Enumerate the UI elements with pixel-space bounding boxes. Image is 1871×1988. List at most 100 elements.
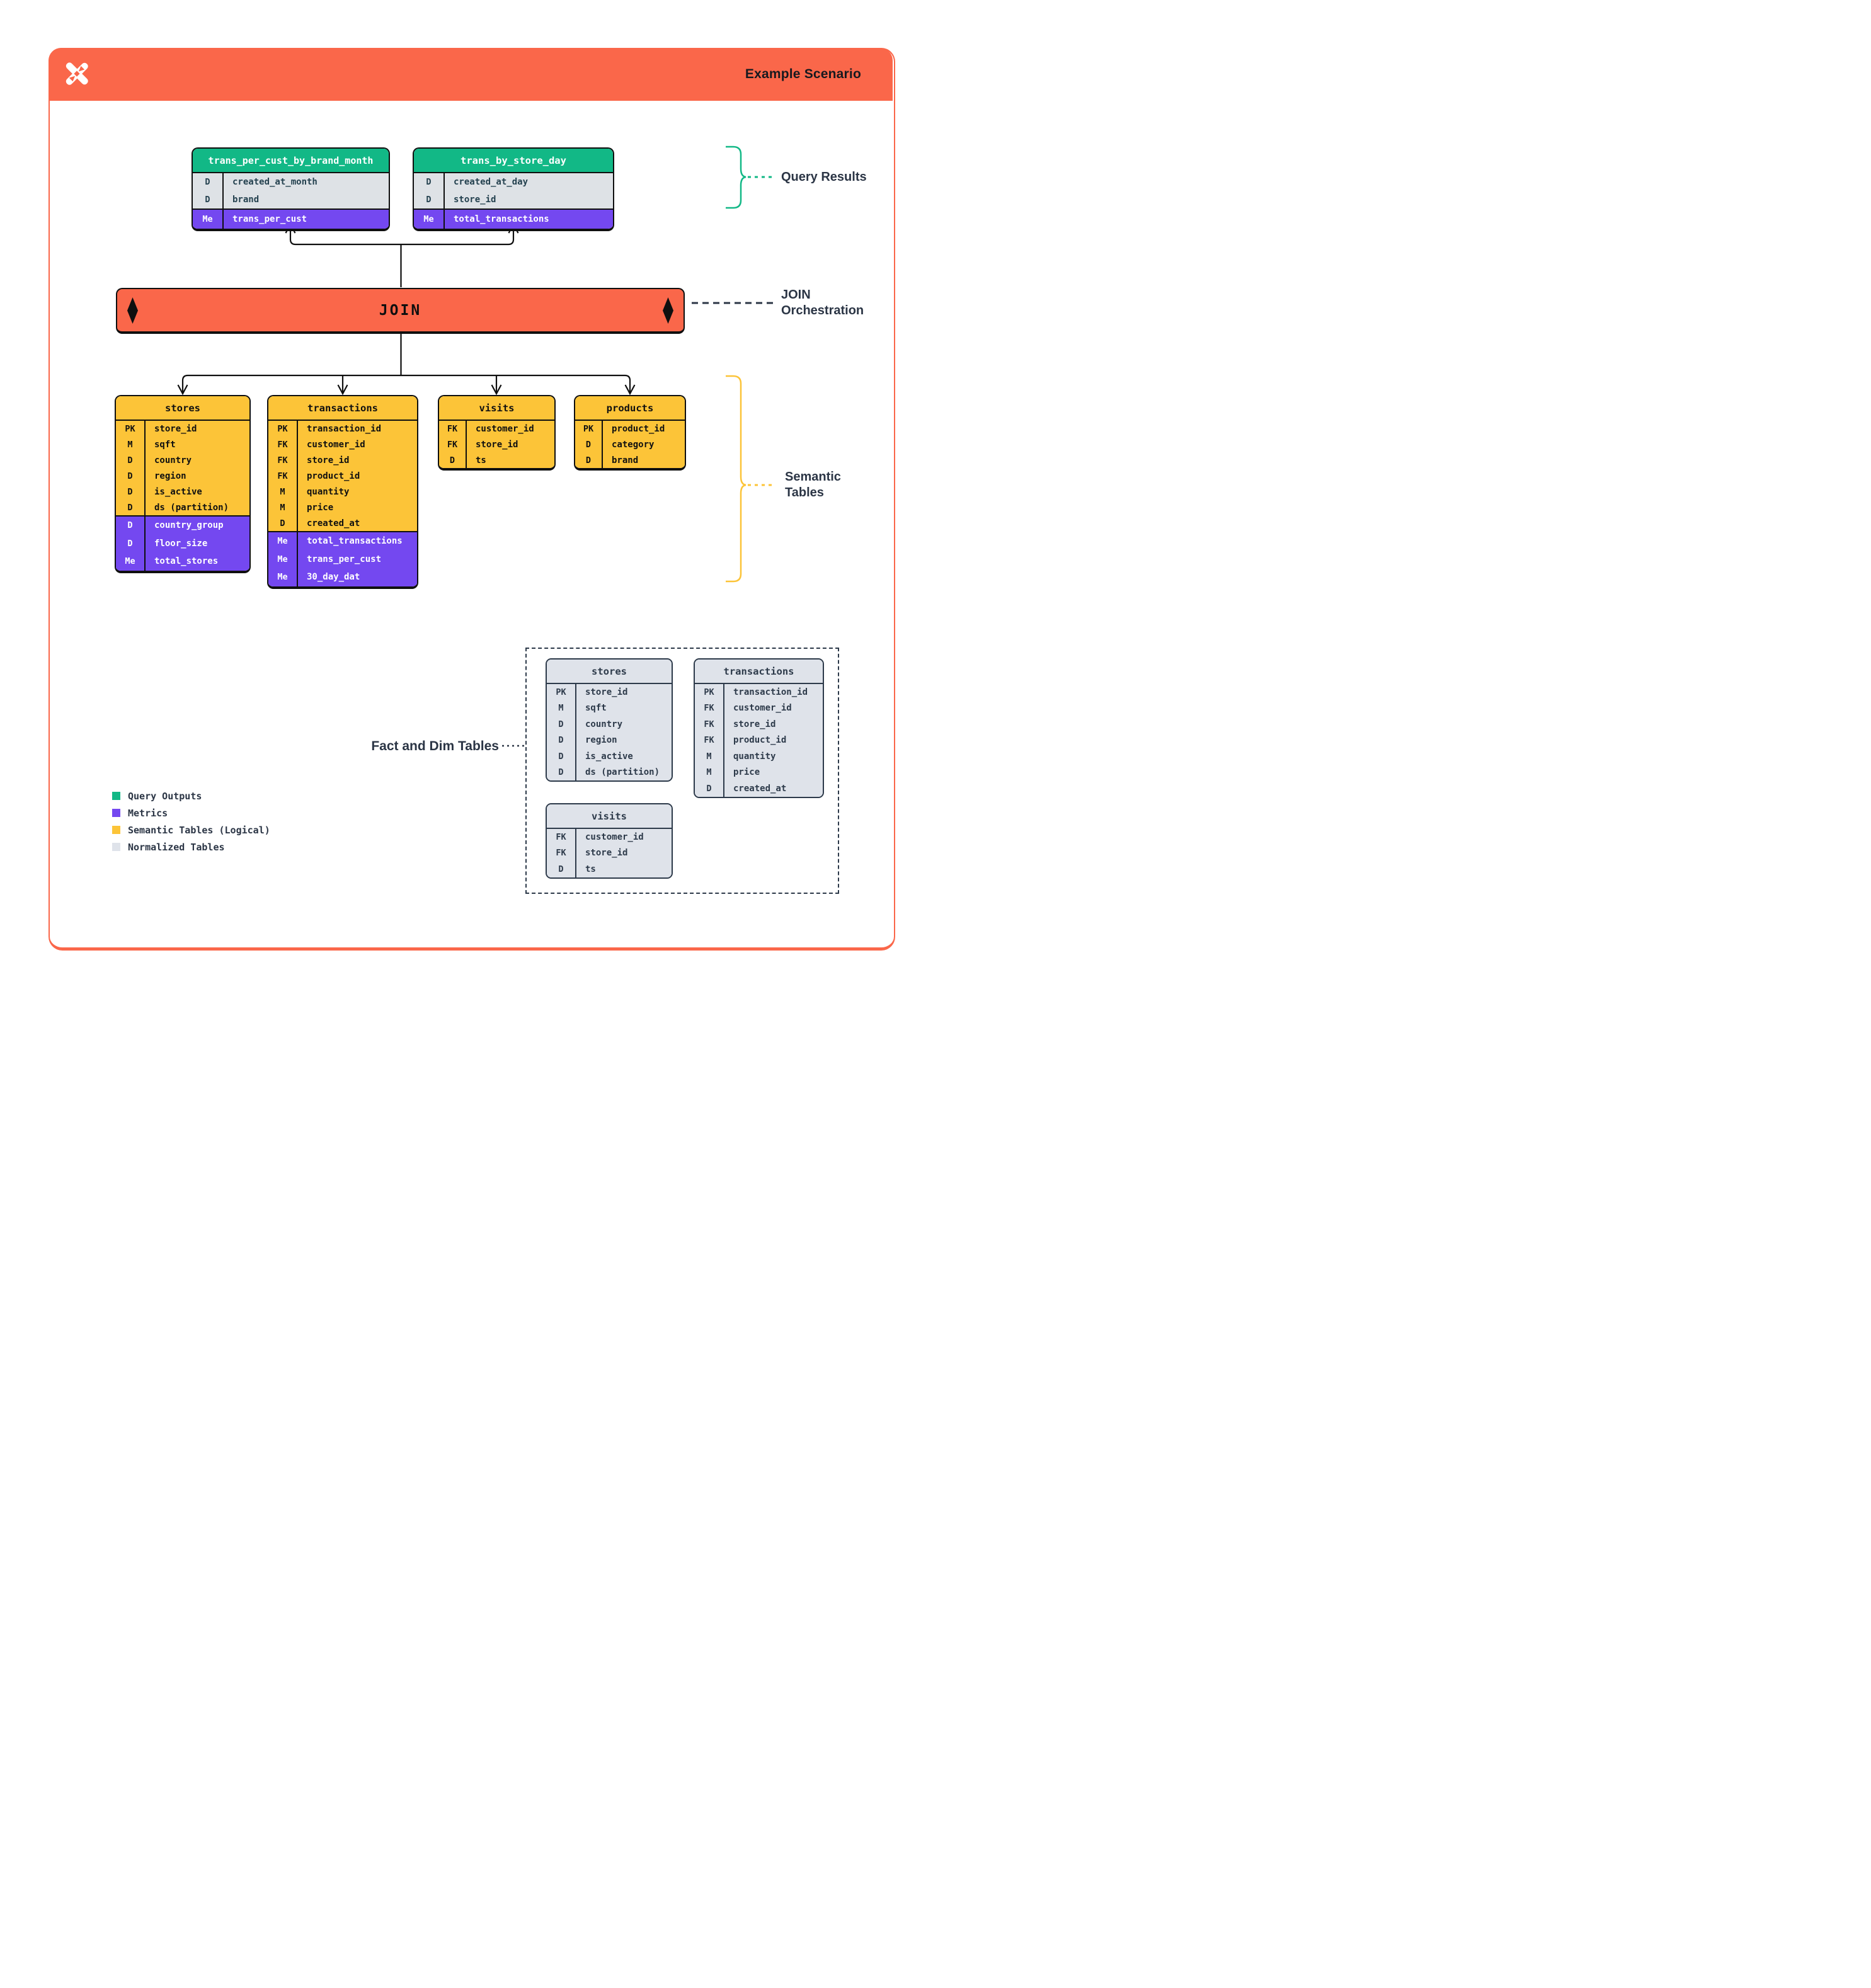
query-table-trans-by-store-day: trans_by_store_day D created_at_day D st… <box>413 147 614 231</box>
row-key: Me <box>414 210 445 229</box>
row-key: M <box>116 437 146 452</box>
row-key: FK <box>695 700 724 716</box>
dimension-section: D created_at_day D store_id <box>414 173 613 209</box>
row-field: brand <box>232 195 260 205</box>
row-key: M <box>695 748 724 765</box>
join-orchestration-label: JOIN Orchestration <box>781 287 864 319</box>
row-key: PK <box>268 421 298 437</box>
row-field: store_id <box>154 423 197 434</box>
legend-label: Query Outputs <box>128 790 202 802</box>
row-key: D <box>575 452 603 468</box>
row-key: D <box>414 191 445 209</box>
legend-item-semantic-tables: Semantic Tables (Logical) <box>112 821 270 838</box>
row-field: created_at_day <box>454 177 529 187</box>
metric-section: Me total_transactions <box>414 209 613 229</box>
table-title: visits <box>547 804 672 829</box>
diamond-icon <box>127 297 138 324</box>
row-field: store_id <box>307 455 350 466</box>
row-key: M <box>268 500 298 515</box>
row-field: store_id <box>454 195 496 205</box>
row-field: product_id <box>612 423 665 434</box>
row-field: sqft <box>154 439 176 450</box>
table-title: trans_per_cust_by_brand_month <box>193 149 389 173</box>
row-field: quantity <box>733 751 776 762</box>
legend-item-metrics: Metrics <box>112 804 270 821</box>
table-row: D store_id <box>414 191 613 209</box>
join-label: JOIN <box>379 302 422 319</box>
row-field: total_transactions <box>307 536 403 547</box>
row-field: price <box>733 767 760 778</box>
table-title: trans_by_store_day <box>414 149 613 173</box>
row-key: FK <box>695 732 724 748</box>
table-row: Me total_transactions <box>414 210 613 229</box>
fact-dim-tables-box <box>525 648 839 894</box>
diamond-icon <box>663 297 673 324</box>
query-results-label: Query Results <box>781 170 867 184</box>
row-key: PK <box>575 421 603 437</box>
row-key: PK <box>116 421 146 437</box>
table-row: PK store_id <box>116 421 249 437</box>
legend-swatch-semantic-tables-icon <box>112 826 120 834</box>
semantic-tables-label-line1: Semantic <box>785 470 841 484</box>
row-field: ts <box>476 455 486 466</box>
join-orchestration-label-line2: Orchestration <box>781 304 864 317</box>
legend-label: Metrics <box>128 807 168 819</box>
semantic-tables-label-line2: Tables <box>785 486 824 500</box>
join-orchestration-label-line1: JOIN <box>781 288 811 302</box>
row-key: FK <box>695 716 724 733</box>
table-row: FK store_id <box>695 716 823 733</box>
page-title: Example Scenario <box>745 67 861 81</box>
row-key: D <box>547 861 576 877</box>
table-title: stores <box>547 660 672 684</box>
dremio-x-logo-icon <box>66 62 88 85</box>
row-field: customer_id <box>476 423 534 434</box>
row-field: customer_id <box>307 439 365 450</box>
row-key: D <box>116 534 146 552</box>
table-title: transactions <box>268 396 417 421</box>
row-field: store_id <box>733 719 776 729</box>
row-key: FK <box>547 829 576 845</box>
row-key: Me <box>268 568 298 586</box>
table-row: PK product_id <box>575 421 685 437</box>
row-key: D <box>116 500 146 515</box>
row-key: D <box>116 484 146 500</box>
row-field: total_stores <box>154 556 219 567</box>
legend-item-normalized-tables: Normalized Tables <box>112 838 270 855</box>
row-field: region <box>585 735 617 746</box>
row-field: is_active <box>585 751 633 762</box>
table-row: D created_at_month <box>193 173 389 191</box>
